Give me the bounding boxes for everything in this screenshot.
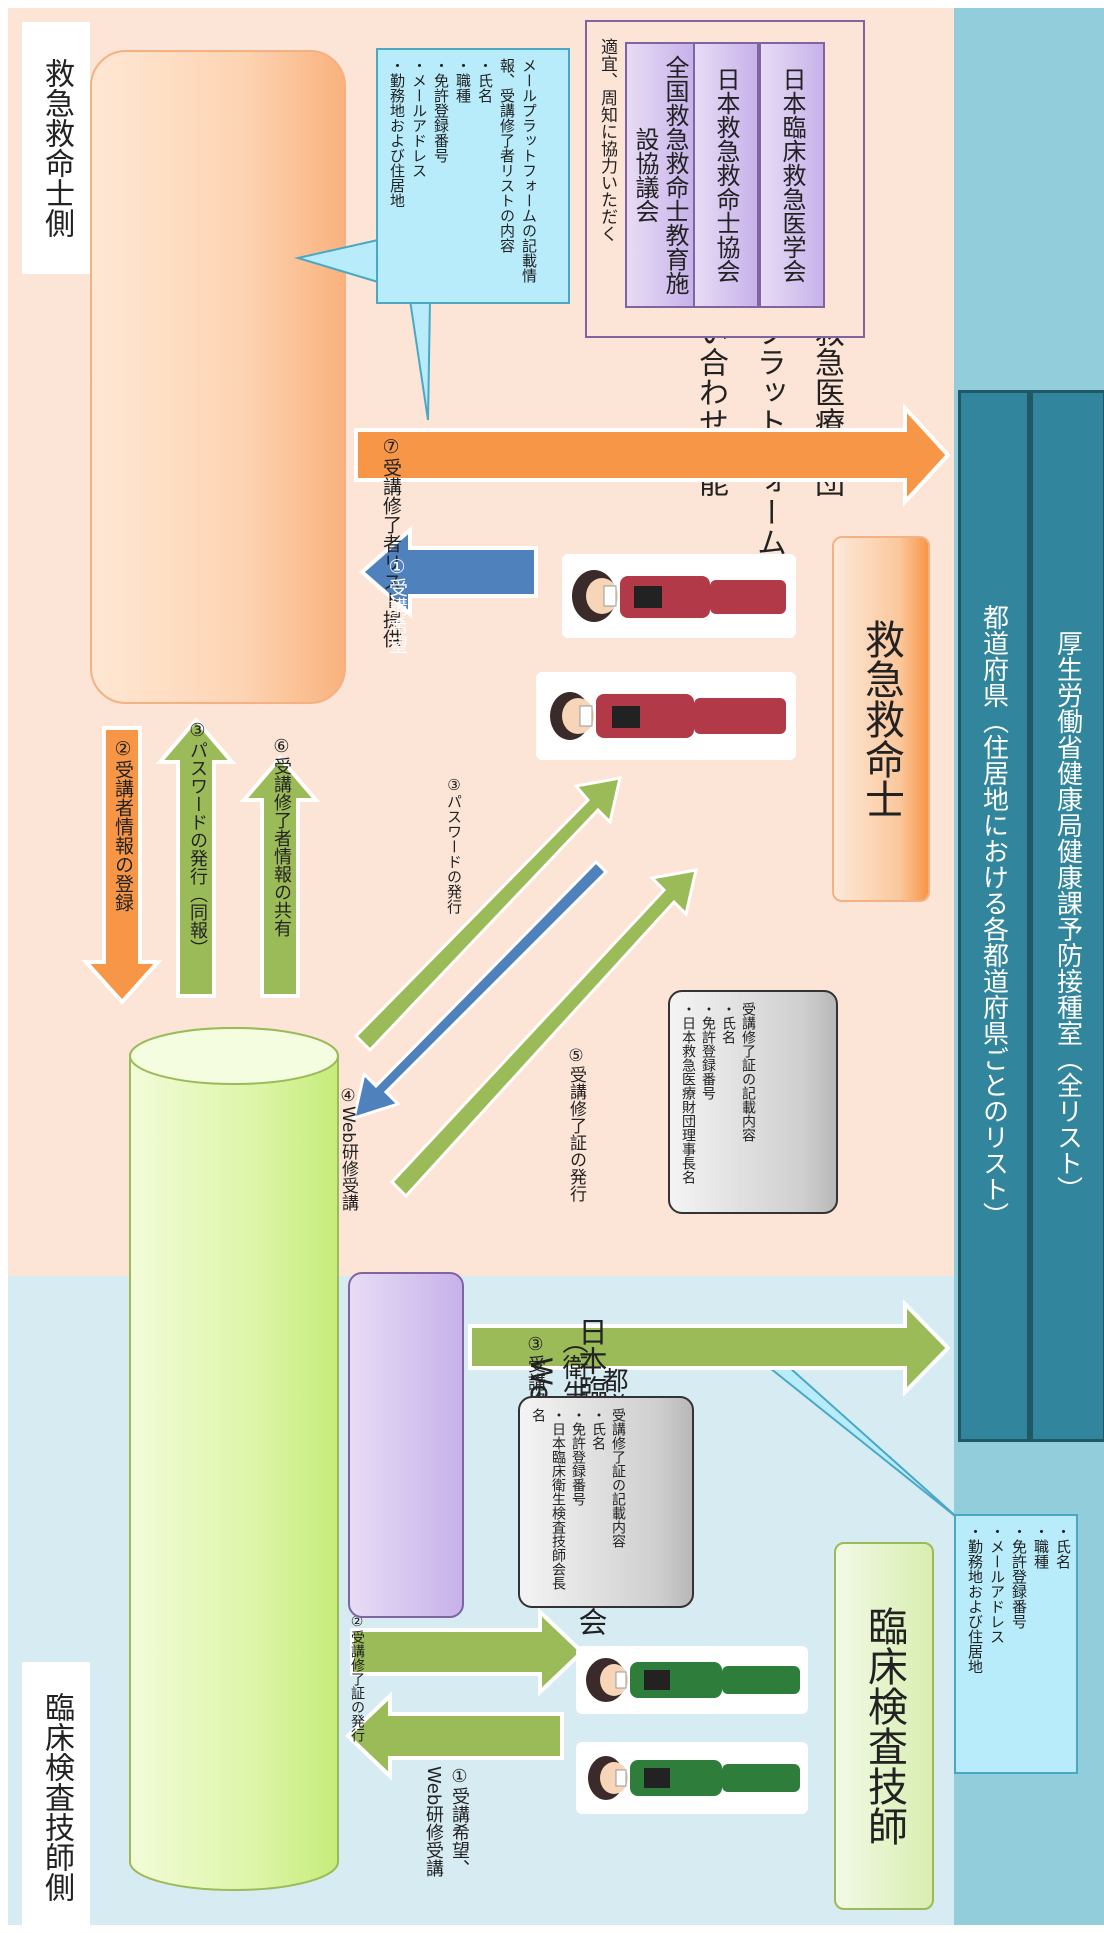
prefecture-list-bar: 都道府県（住居地における各都道府県ごとのリスト） bbox=[958, 390, 1030, 1442]
mail-callout-item: ・勤務地および住居地 bbox=[388, 58, 406, 208]
paramedic-cert-item: ・免許登録番号 bbox=[700, 1002, 716, 1100]
tech-callout-item: ・氏名 bbox=[1054, 1524, 1072, 1569]
step3-arrow bbox=[155, 716, 237, 998]
tech-callout-item: ・勤務地および住居地 bbox=[966, 1524, 984, 1674]
password-label: ③パスワードの発行 bbox=[445, 776, 463, 914]
step3-label: ③パスワードの発行（同報） bbox=[187, 720, 208, 957]
tech-cert-title: 受講修了証の記載内容 bbox=[610, 1408, 626, 1548]
password-arrow bbox=[353, 776, 622, 1053]
step7-label: ⑦受講修了者リスト提供 bbox=[380, 436, 402, 648]
tech-step2-label: ②受講修了証の発行 bbox=[349, 1614, 365, 1742]
cooperation-header: 適宜、周知に協力いただく bbox=[597, 38, 617, 242]
ministry-list-bar: 厚生労働省健康局健康課予防接種室（全リスト） bbox=[1030, 390, 1104, 1442]
step1-arrow bbox=[358, 525, 538, 619]
step6-arrow bbox=[239, 754, 321, 998]
cooperation-box: 適宜、周知に協力いただく 全国救急救命士教育施設協議会 日本救急救命士協会 日本… bbox=[585, 20, 865, 338]
step2-label: ②受講者情報の登録 bbox=[112, 738, 134, 912]
prefectural-association-box: 都道府県臨床 （衛生）検査技師会 bbox=[348, 1272, 628, 1618]
cert-issue-label: ⑤受講修了証の発行 bbox=[566, 1046, 586, 1202]
tech-callout-item: ・メールアドレス bbox=[988, 1524, 1006, 1644]
mail-callout-item: ・免許登録番号 bbox=[432, 58, 450, 163]
paramedic-side-label: 救急救命士側 bbox=[22, 22, 90, 274]
mail-callout-item: ・氏名 bbox=[476, 58, 494, 103]
male-paramedic-icon bbox=[536, 672, 796, 760]
tech-cert-scroll: 受講修了証の記載内容 ・氏名 ・免許登録番号 ・日本臨床衛生検査技師会長名 bbox=[518, 1396, 694, 1608]
paramedic-cert-scroll: 受講修了証の記載内容 ・氏名 ・免許登録番号 ・日本救急医療財団理事長名 bbox=[668, 990, 838, 1214]
mail-info-callout: メールプラットフォームの記載情報、受講修了者リストの内容 ・氏名 ・職種 ・免許… bbox=[376, 48, 570, 304]
female-technologist-icon bbox=[576, 1646, 808, 1714]
mail-callout-item: ・メールアドレス bbox=[410, 58, 428, 178]
tech-info-callout: ・氏名 ・職種 ・免許登録番号 ・メールアドレス ・勤務地および住居地 bbox=[954, 1514, 1078, 1774]
web-course-arrow bbox=[351, 859, 609, 1121]
technologist-side-label: 臨床検査技師側 bbox=[22, 1662, 90, 1932]
step1-label: ①受講希望 bbox=[386, 556, 408, 654]
tech-step2-arrow bbox=[350, 1607, 585, 1697]
step6-label: ⑥受講修了者情報の共有 bbox=[271, 736, 292, 937]
tech-cert-item: ・免許登録番号 bbox=[570, 1408, 586, 1506]
tech-cert-item: ・日本臨床衛生検査技師会長名 bbox=[530, 1408, 566, 1590]
paramedic-label: 救急救命士 bbox=[832, 536, 930, 902]
system-cylinder-shape bbox=[129, 1027, 339, 1891]
tech-callout-item: ・免許登録番号 bbox=[1010, 1524, 1028, 1629]
mail-callout-item: ・職種 bbox=[454, 58, 472, 103]
paramedic-cert-item: ・氏名 bbox=[720, 1002, 736, 1044]
step2-arrow bbox=[81, 726, 163, 1005]
tech-cert-item: ・氏名 bbox=[590, 1408, 606, 1450]
mail-callout-title: メールプラットフォームの記載情報、受講修了者リストの内容 bbox=[498, 58, 538, 283]
step7-arrow bbox=[354, 402, 951, 508]
cooperation-org: 全国救急救命士教育施設協議会 bbox=[625, 42, 695, 308]
tech-step3-arrow bbox=[468, 1299, 951, 1397]
female-paramedic-icon bbox=[562, 554, 796, 638]
tech-step1-arrow bbox=[345, 1691, 564, 1781]
web-course-label: ④Web研修受講 bbox=[338, 1086, 358, 1212]
paramedic-cert-item: ・日本救急医療財団理事長名 bbox=[680, 1002, 696, 1184]
paramedic-cert-title: 受講修了証の記載内容 bbox=[740, 1002, 756, 1142]
tech-callout-item: ・職種 bbox=[1032, 1524, 1050, 1569]
male-technologist-icon bbox=[576, 1742, 808, 1814]
cert-issue-arrow bbox=[389, 868, 698, 1199]
technologist-label: 臨床検査技師 bbox=[834, 1542, 934, 1910]
tech-step1-label: ①受講希望、Web研修受講 bbox=[423, 1766, 470, 1878]
cooperation-org: 日本臨床救急医学会 bbox=[759, 42, 825, 308]
cooperation-org: 日本救急救命士協会 bbox=[693, 42, 759, 308]
